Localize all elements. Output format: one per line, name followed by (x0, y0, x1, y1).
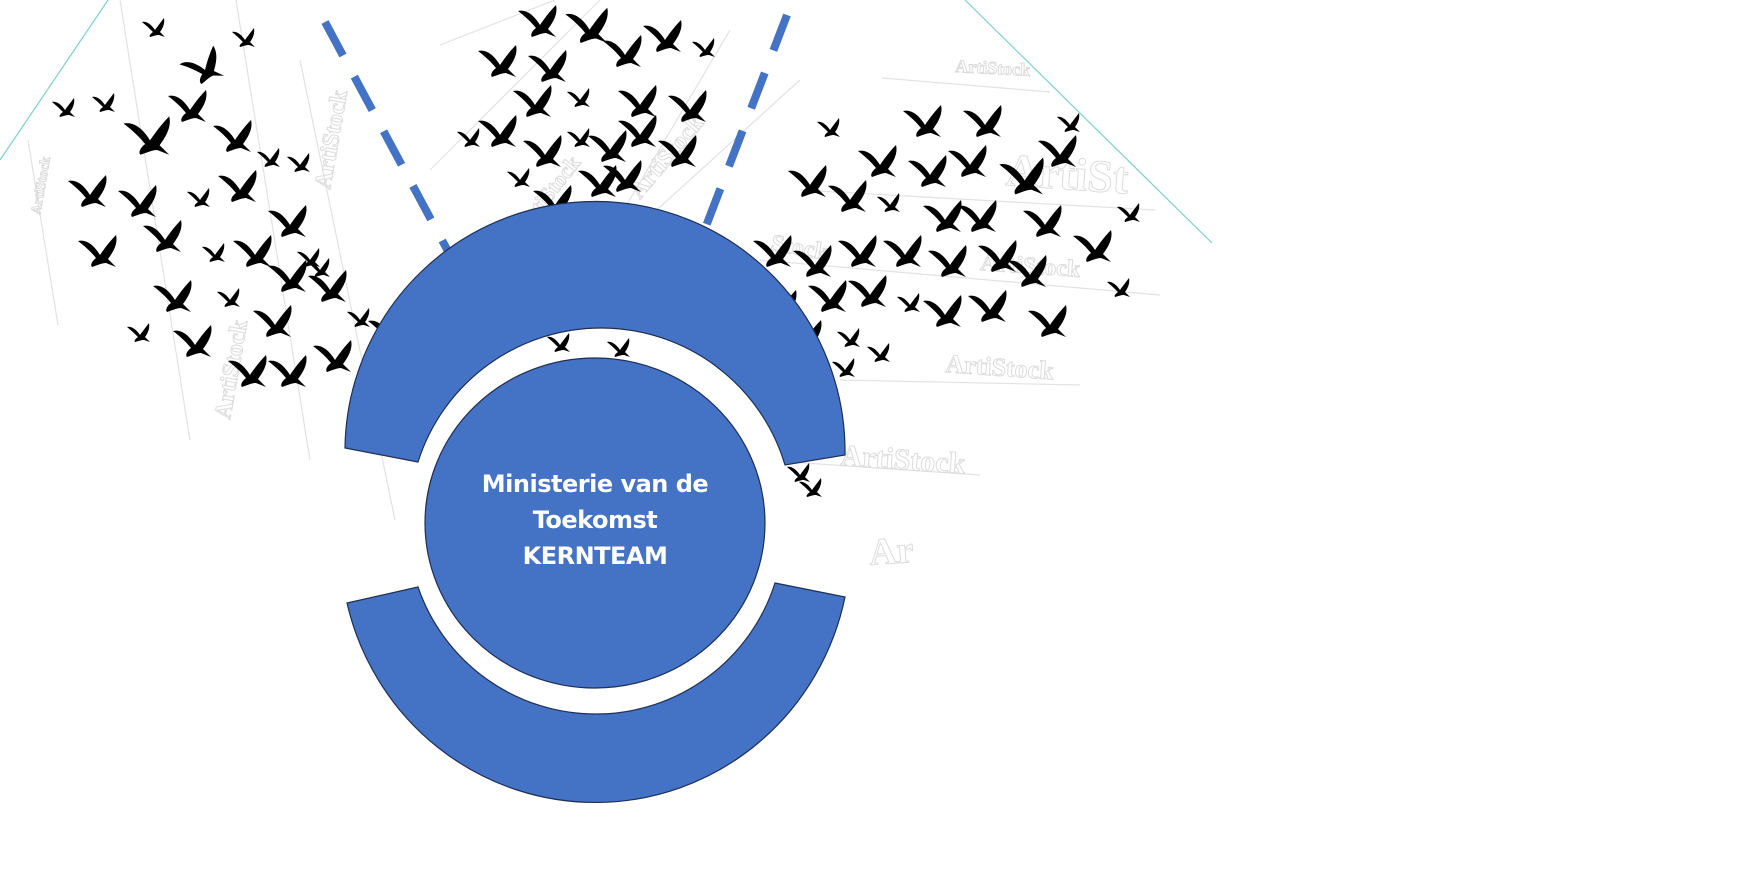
center-node-label: Ministerie van de Toekomst KERNTEAM (425, 466, 765, 574)
svg-text:ArtiStock: ArtiStock (840, 439, 967, 481)
bottom-arc-segment[interactable] (346, 582, 846, 804)
svg-text:ArtiStock: ArtiStock (29, 155, 54, 215)
top-arc-segment[interactable] (344, 200, 846, 466)
svg-text:ArtiStock: ArtiStock (955, 56, 1031, 80)
edge-line-right (964, 0, 1213, 244)
edge-line-left (0, 0, 109, 161)
left-dashed-connector (321, 20, 469, 285)
right-dashed-connector (684, 13, 791, 275)
svg-text:Ar: Ar (868, 529, 915, 574)
center-label-line-3: KERNTEAM (522, 542, 668, 570)
svg-text:ArtiStock: ArtiStock (945, 349, 1056, 386)
center-node-circle[interactable] (424, 357, 766, 689)
svg-text:ArtiStock: ArtiStock (210, 317, 253, 421)
center-label-line-1: Ministerie van de (481, 470, 709, 498)
center-label-line-2: Toekomst (532, 506, 658, 534)
